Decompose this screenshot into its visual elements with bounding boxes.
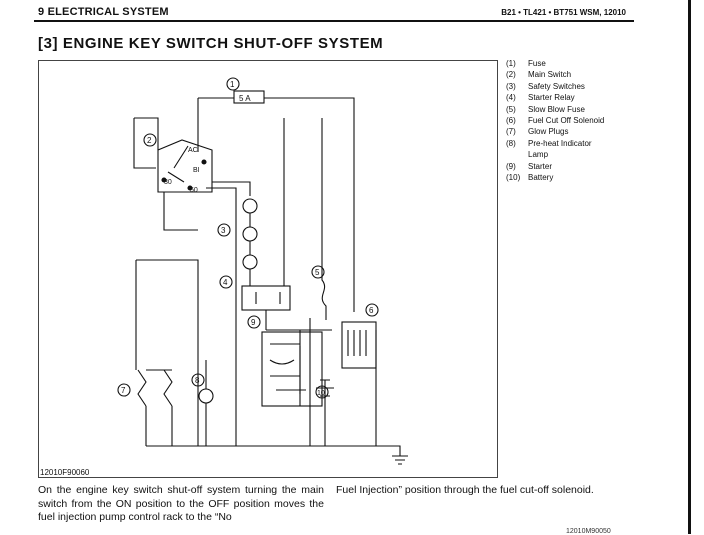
slow-blow-fuse <box>321 118 327 320</box>
section-title: [3] ENGINE KEY SWITCH SHUT-OFF SYSTEM <box>38 35 384 52</box>
body-text-right: Fuel Injection” position through the fue… <box>336 484 594 496</box>
callout-9-circle <box>247 315 261 329</box>
legend-item: (3) Safety Switches <box>506 81 608 92</box>
safety-switch-2 <box>242 226 258 242</box>
legend-label: Fuse <box>528 59 546 68</box>
switch-position-50: 50 <box>190 187 198 194</box>
callout-4: 4 <box>223 278 228 287</box>
model-reference: B21 • TL421 • BT751 WSM, 12010 <box>501 8 626 17</box>
legend-number: (2) <box>506 70 516 80</box>
legend-label: Starter Relay <box>528 93 575 103</box>
callout-6: 6 <box>369 306 374 315</box>
callout-2: 2 <box>147 136 152 145</box>
legend-label: Slow Blow Fuse <box>528 104 585 114</box>
legend-label: Fuel Cut Off Solenoid <box>528 116 605 126</box>
footer-reference: 12010M90050 <box>566 528 611 535</box>
starter-box <box>261 331 323 407</box>
legend-item: (4) Starter Relay <box>506 92 608 103</box>
callout-3-circle <box>217 223 231 237</box>
legend-item: (9) Starter <box>506 161 608 172</box>
page-edge-line <box>688 0 691 534</box>
body-text-left: On the engine key switch shut-off system… <box>38 484 324 523</box>
callout-5-circle <box>311 265 325 279</box>
switch-position-bi: BI <box>193 167 200 174</box>
safety-switch-3 <box>242 254 258 270</box>
legend-item: (8) Pre-heat Indicator Lamp <box>506 138 608 161</box>
callout-8-circle <box>191 373 205 387</box>
callout-7-circle <box>117 383 131 397</box>
legend-label: Safety Switches <box>528 81 585 91</box>
legend-item: (7) Glow Plugs <box>506 126 608 137</box>
callout-10-circle <box>315 385 329 399</box>
main-switch-outline <box>157 139 213 193</box>
legend-number: (5) <box>506 104 516 114</box>
legend-number: (9) <box>506 161 516 171</box>
legend-item: (1) Fuse <box>506 58 608 69</box>
legend-label: Pre-heat Indicator Lamp <box>528 138 592 160</box>
component-legend: (1) Fuse (2) Main Switch (3) Safety Switche… <box>506 58 608 183</box>
legend-number: (8) <box>506 138 516 148</box>
callout-8: 8 <box>195 376 200 385</box>
callout-6-circle <box>365 303 379 317</box>
switch-position-30: 30 <box>164 179 172 186</box>
ground-bus-wire <box>146 445 401 456</box>
safety-switch-1 <box>242 198 258 214</box>
figure-id: 12010F90060 <box>40 468 90 477</box>
legend-label: Main Switch <box>528 70 572 80</box>
callout-4-circle <box>219 275 233 289</box>
callout-9: 9 <box>251 318 256 327</box>
legend-number: (7) <box>506 127 516 137</box>
legend-item: (10) Battery <box>506 172 608 183</box>
legend-item: (6) Fuel Cut Off Solenoid <box>506 115 608 126</box>
switch-position-ac: AC <box>188 147 198 154</box>
legend-number: (6) <box>506 116 516 126</box>
legend-item: (5) Slow Blow Fuse <box>506 104 608 115</box>
glow-plug-2 <box>163 369 173 407</box>
fuse-rating: 5 A <box>239 94 251 103</box>
callout-2-circle <box>143 133 157 147</box>
legend-number: (4) <box>506 93 516 103</box>
callout-10: 10 <box>317 390 325 397</box>
glow-plug-1 <box>137 369 147 407</box>
legend-label: Starter <box>528 161 553 171</box>
ground-symbol <box>392 455 408 465</box>
fuse-symbol <box>233 90 265 104</box>
fuel-cutoff-solenoid <box>341 321 377 369</box>
chapter-heading: 9 ELECTRICAL SYSTEM <box>38 6 169 18</box>
callout-3: 3 <box>221 226 226 235</box>
callout-7: 7 <box>121 386 126 395</box>
preheat-indicator-lamp <box>198 388 214 404</box>
top-bus-wire <box>198 97 355 312</box>
starter-relay-box <box>241 285 291 311</box>
callout-1-circle <box>226 77 240 91</box>
diagram-frame <box>38 60 498 478</box>
legend-number: (1) <box>506 59 516 68</box>
legend-label: Battery <box>528 173 554 183</box>
legend-label: Glow Plugs <box>528 127 569 137</box>
legend-item: (2) Main Switch <box>506 69 608 80</box>
legend-number: (3) <box>506 81 516 91</box>
legend-number: (10) <box>506 173 521 183</box>
callout-1: 1 <box>230 80 235 89</box>
header-rule <box>34 20 634 22</box>
callout-5: 5 <box>315 268 320 277</box>
